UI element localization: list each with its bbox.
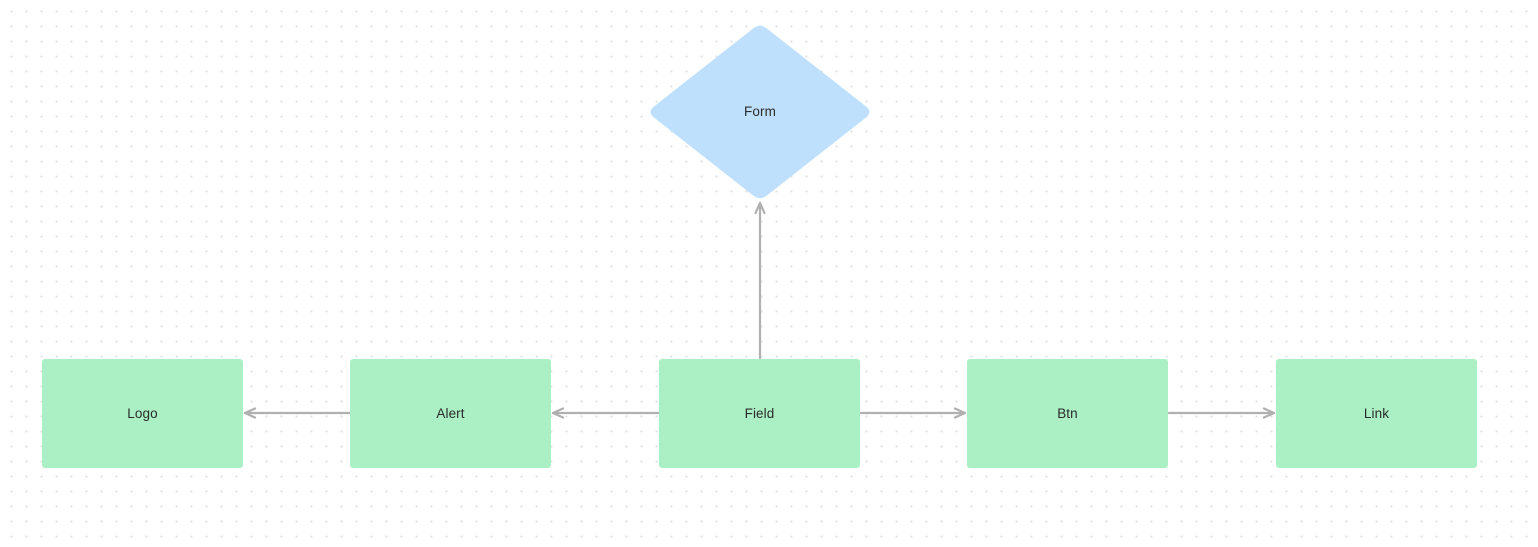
- node-btn[interactable]: Btn: [967, 359, 1168, 468]
- node-alert[interactable]: Alert: [350, 359, 551, 468]
- edge-arrowhead: [754, 201, 766, 215]
- node-alert-label: Alert: [436, 405, 465, 421]
- node-field-label: Field: [744, 405, 775, 421]
- edge-arrowhead: [243, 407, 257, 419]
- node-form-label: Form: [744, 104, 776, 120]
- node-field[interactable]: Field: [659, 359, 860, 468]
- node-btn-label: Btn: [1057, 405, 1078, 421]
- node-form[interactable]: Form: [647, 23, 873, 201]
- edge-arrowhead: [1262, 407, 1276, 419]
- node-link[interactable]: Link: [1276, 359, 1477, 468]
- node-logo[interactable]: Logo: [42, 359, 243, 468]
- edge-arrowhead: [953, 407, 967, 419]
- diamond-shape: [650, 25, 870, 199]
- edge-arrowhead: [551, 407, 565, 419]
- node-link-label: Link: [1363, 405, 1390, 421]
- node-logo-label: Logo: [127, 405, 158, 421]
